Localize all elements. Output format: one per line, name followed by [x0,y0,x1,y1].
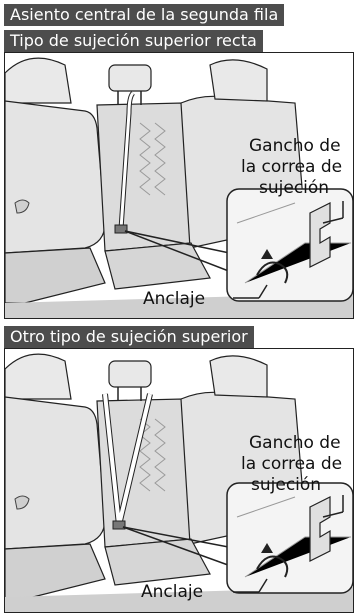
hook-label-line-3: sujeción [259,178,330,198]
hook-label-line-2: la correa de [241,157,343,177]
anchor-label: Anclaje [143,289,206,309]
seat-illustration-2 [5,353,353,612]
diagram-straight-tether: Gancho de la correa de sujeción Anclaje [4,52,354,319]
hook-label-line-1: Gancho de [249,136,341,156]
hook-label-line-3: sujeción [251,475,322,495]
section-subtitle-straight: Tipo de sujeción superior recta [4,30,263,52]
hook-label-line-2: la correa de [241,454,343,474]
hook-label-line-1: Gancho de [249,433,341,453]
anchor-label: Anclaje [141,582,204,602]
diagram-other-tether: Gancho de la correa de sujeción Anclaje [4,348,354,613]
seat-illustration-1 [5,57,353,318]
section-title: Asiento central de la segunda fila [4,4,285,26]
section-subtitle-other: Otro tipo de sujeción superior [4,326,254,348]
